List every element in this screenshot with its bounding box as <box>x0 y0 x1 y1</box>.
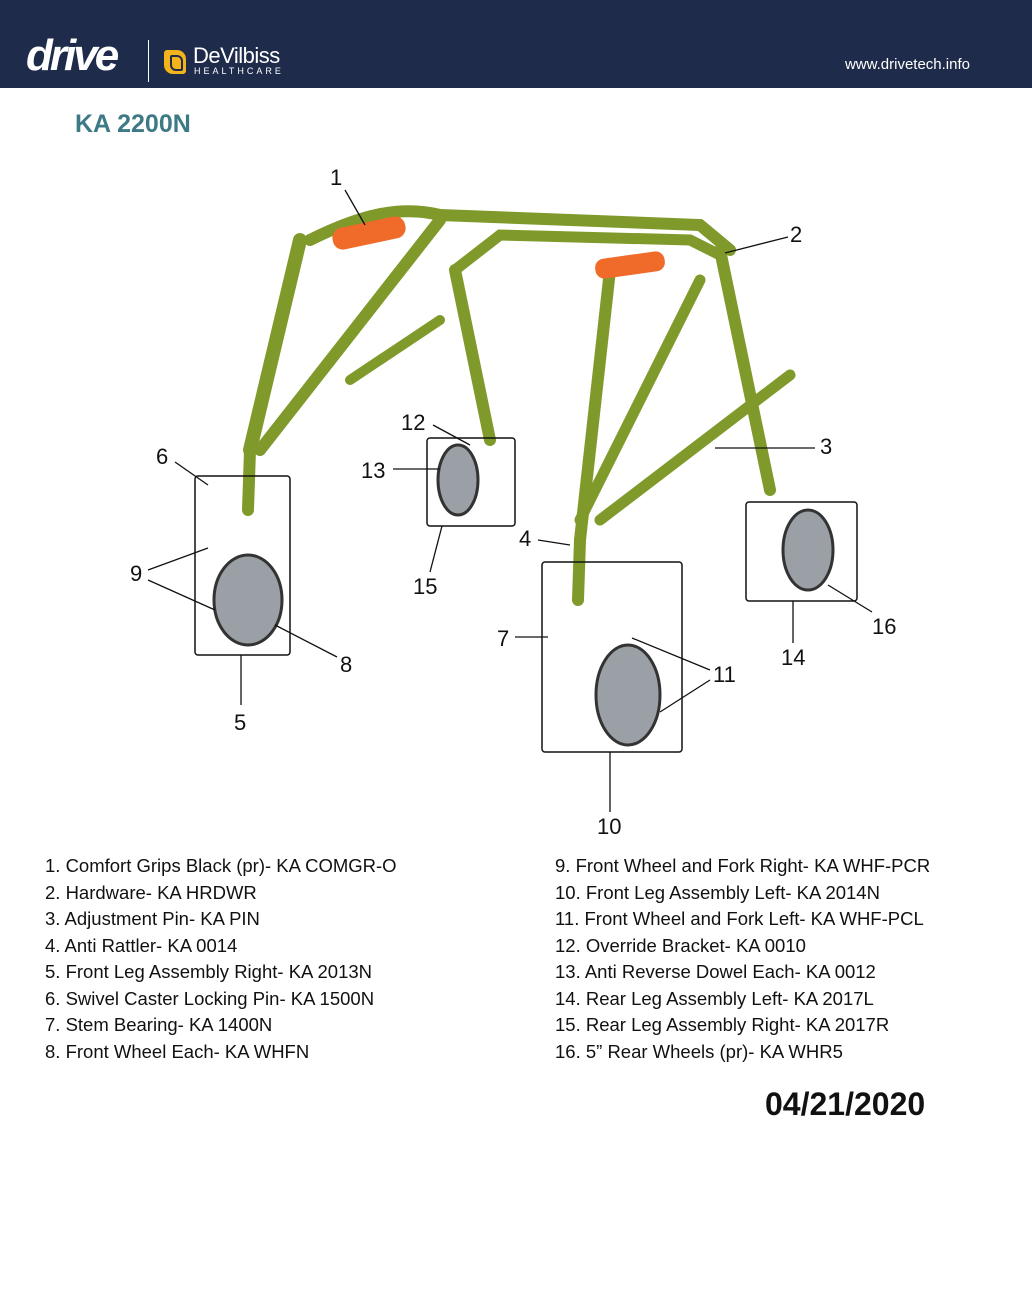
part-item: 8. Front Wheel Each- KA WHFN <box>45 1040 310 1062</box>
devilbiss-logo-icon <box>164 50 186 74</box>
part-item: 1. Comfort Grips Black (pr)- KA COMGR-O <box>45 855 397 876</box>
logo-divider <box>148 40 149 82</box>
wheels <box>212 443 835 747</box>
callout-3: 3 <box>820 434 832 459</box>
part-item: 6. Swivel Caster Locking Pin- KA 1500N <box>45 987 375 1009</box>
callout-8: 8 <box>340 652 352 677</box>
comfort-grips <box>332 216 665 279</box>
part-item: 10. Front Leg Assembly Left- KA 2014N <box>555 881 880 903</box>
walker-parts-diagram: 1 2 3 4 5 6 7 8 9 10 11 12 13 14 15 16 <box>130 165 896 839</box>
callout-12: 12 <box>401 410 425 435</box>
devilbiss-logo-sub: HEALTHCARE <box>194 66 284 76</box>
callout-2: 2 <box>790 222 802 247</box>
leader-lines <box>147 189 873 812</box>
drive-logo: drive <box>26 31 119 80</box>
website-link[interactable]: www.drivetech.info <box>844 56 970 73</box>
part-item: 14. Rear Leg Assembly Left- KA 2017L <box>555 987 874 1009</box>
callout-9: 9 <box>130 561 142 586</box>
part-item: 16. 5” Rear Wheels (pr)- KA WHR5 <box>555 1040 843 1062</box>
walker-frame <box>242 205 796 606</box>
part-item: 7. Stem Bearing- KA 1400N <box>45 1014 273 1035</box>
callout-1: 1 <box>330 165 342 190</box>
part-item: 3. Adjustment Pin- KA PIN <box>45 908 260 929</box>
callout-numbers: 1 2 3 4 5 6 7 8 9 10 11 12 13 14 15 16 <box>130 165 896 839</box>
callout-boxes <box>194 437 858 753</box>
callout-13: 13 <box>361 458 385 483</box>
part-item: 12. Override Bracket- KA 0010 <box>555 934 806 956</box>
callout-4: 4 <box>519 526 531 551</box>
part-item: 13. Anti Reverse Dowel Each- KA 0012 <box>555 961 876 982</box>
callout-7: 7 <box>497 626 509 651</box>
part-item: 9. Front Wheel and Fork Right- KA WHF-PC… <box>555 855 931 876</box>
part-item: 5. Front Leg Assembly Right- KA 2013N <box>45 961 373 982</box>
devilbiss-logo: DeVilbiss <box>193 43 280 68</box>
callout-14: 14 <box>781 645 805 670</box>
parts-list-right: 9. Front Wheel and Fork Right- KA WHF-PC… <box>555 853 930 1065</box>
callout-16: 16 <box>872 614 896 639</box>
callout-5: 5 <box>234 710 246 735</box>
part-item: 2. Hardware- KA HRDWR <box>45 881 257 903</box>
callout-6: 6 <box>156 444 168 469</box>
callout-11: 11 <box>713 662 736 687</box>
callout-15: 15 <box>413 574 437 599</box>
page-title: KA 2200N <box>75 110 191 138</box>
part-item: 4. Anti Rattler- KA 0014 <box>45 934 238 956</box>
revision-date: 04/21/2020 <box>765 1086 926 1122</box>
part-item: 11. Front Wheel and Fork Left- KA WHF-PC… <box>555 908 924 929</box>
part-item: 15. Rear Leg Assembly Right- KA 2017R <box>555 1014 890 1035</box>
callout-10: 10 <box>597 814 621 839</box>
page-header: drive DeVilbiss HEALTHCARE www.drivetech… <box>0 0 1032 88</box>
parts-list-left: 1. Comfort Grips Black (pr)- KA COMGR-O … <box>45 853 397 1065</box>
